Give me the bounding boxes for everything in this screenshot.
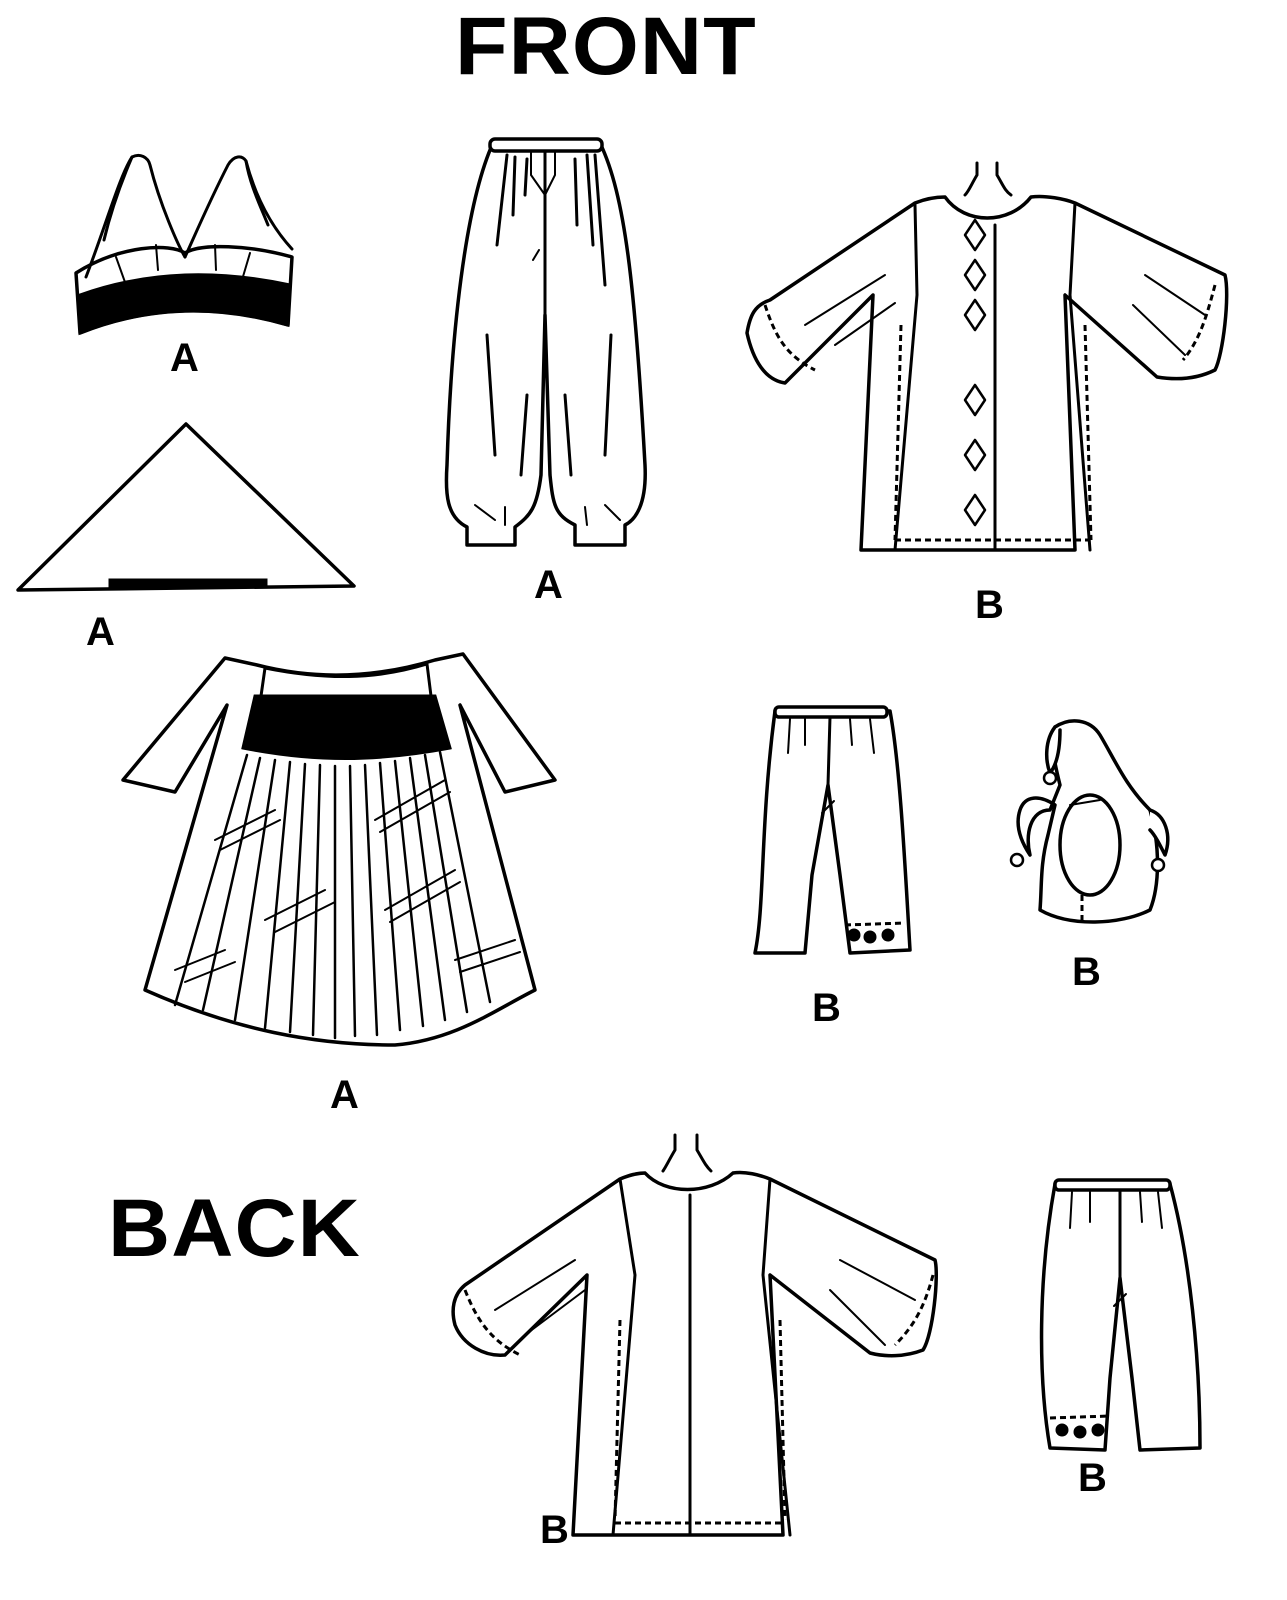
harem-pants-view-label: A xyxy=(534,563,563,607)
pants-back-drawing xyxy=(1039,1178,1202,1452)
triangle-scarf-drawing xyxy=(16,422,356,592)
back-heading: BACK xyxy=(108,1183,361,1274)
bra-top-drawing xyxy=(74,153,294,336)
tunic-back-drawing xyxy=(451,1133,938,1537)
bra-top-view-label: A xyxy=(170,336,199,380)
capri-pants-drawing xyxy=(753,705,912,955)
harem-pants-drawing xyxy=(444,137,647,547)
jester-hat-view-label: B xyxy=(1072,950,1101,994)
sheer-skirt-view-label: A xyxy=(330,1073,359,1117)
capri-pants-view-label: B xyxy=(812,986,841,1030)
tunic-front-view-label: B xyxy=(975,583,1004,627)
pants-back-view-label: B xyxy=(1078,1456,1107,1500)
tunic-front-drawing xyxy=(745,161,1229,552)
front-heading: FRONT xyxy=(455,1,757,92)
jester-hat-drawing xyxy=(1009,719,1170,924)
sheer-skirt-drawing xyxy=(121,652,557,1047)
triangle-scarf-view-label: A xyxy=(86,610,115,654)
tunic-back-view-label: B xyxy=(540,1508,569,1552)
